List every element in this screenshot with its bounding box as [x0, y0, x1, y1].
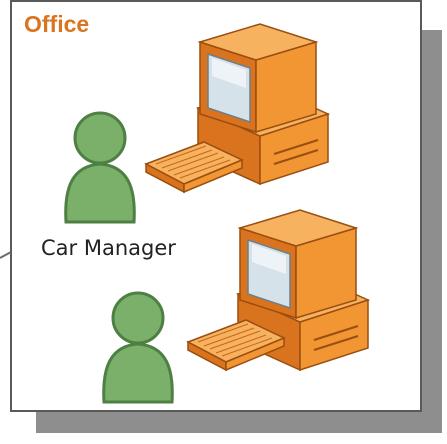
person-icon — [98, 288, 178, 404]
keyboard-icon — [144, 140, 244, 200]
role-label: Car Manager — [41, 234, 176, 262]
person-icon — [60, 108, 140, 224]
keyboard-icon — [186, 318, 286, 378]
office-title: Office — [24, 11, 89, 37]
